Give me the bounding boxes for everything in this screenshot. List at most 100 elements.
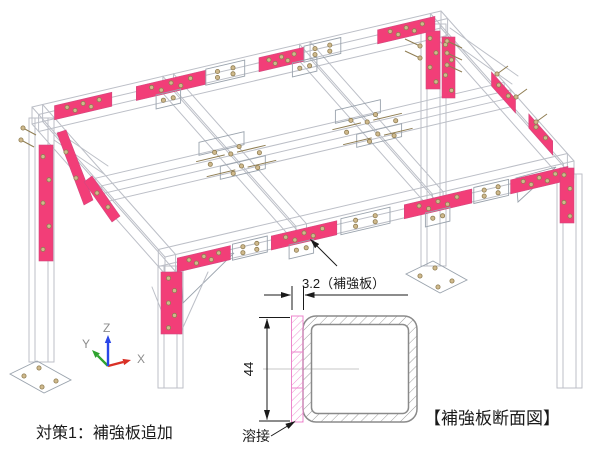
bolt: [372, 213, 378, 219]
splice-plate: [356, 123, 403, 148]
bolt: [440, 213, 446, 219]
bolt: [63, 149, 69, 155]
reinforcement-plate: [54, 91, 113, 121]
splice-plate: [155, 88, 182, 110]
section-caption: 【補強板断面図】: [424, 409, 560, 428]
bolt: [165, 300, 171, 306]
bolt: [411, 28, 417, 34]
bolt: [165, 325, 171, 331]
bolt: [283, 234, 289, 240]
bolt: [430, 215, 436, 221]
bolt: [433, 79, 439, 85]
tube-outer-outline: [302, 315, 418, 423]
bolt: [285, 58, 291, 64]
bolt: [344, 129, 350, 135]
bolt: [513, 94, 519, 100]
bolt: [544, 178, 550, 184]
bolt: [417, 273, 423, 279]
reinforcement-plate: [258, 46, 305, 73]
bolt: [366, 138, 372, 144]
frame-isometric-drawing: [9, 10, 583, 394]
bolt: [168, 80, 174, 86]
bolt: [353, 217, 359, 223]
splice-plate: [424, 206, 451, 228]
bolt: [561, 199, 567, 205]
bolt: [372, 219, 378, 225]
bolt: [536, 175, 542, 181]
bolt: [444, 201, 450, 207]
bolt: [105, 204, 111, 210]
bolt: [481, 193, 487, 199]
bolt: [481, 187, 487, 193]
bolt: [419, 21, 425, 27]
bolt: [432, 265, 438, 271]
bolt: [230, 65, 236, 71]
bolt: [230, 170, 236, 176]
bolt: [216, 250, 222, 256]
bolt: [567, 213, 573, 219]
bolt: [348, 117, 354, 123]
bolt: [238, 163, 244, 169]
bolt: [39, 384, 45, 390]
splice-plate: [288, 238, 315, 260]
axis-x-label: X: [137, 352, 145, 366]
bolt: [391, 133, 397, 139]
bolt: [416, 203, 422, 209]
bolt: [310, 233, 316, 239]
bolt: [393, 118, 399, 124]
bolt: [301, 230, 307, 236]
bolt: [293, 247, 299, 253]
base-plate: [9, 360, 72, 394]
bolt: [72, 107, 78, 113]
bolt: [230, 71, 236, 77]
bolt: [255, 165, 261, 171]
height-dim-label: 44: [241, 362, 256, 376]
bolt: [561, 172, 567, 178]
bolt: [449, 278, 455, 284]
reinforcement-plate-section: [291, 315, 304, 423]
bolt: [80, 101, 86, 107]
bolt: [291, 51, 297, 57]
bolt: [207, 161, 213, 167]
bolt: [18, 137, 24, 143]
bolt: [254, 246, 260, 252]
splice-plate: [232, 235, 268, 261]
bolt: [94, 190, 100, 196]
bolt: [171, 288, 177, 294]
reinforcement-plate: [559, 167, 575, 224]
bolt: [214, 75, 220, 81]
bolt: [254, 240, 260, 246]
bolt: [208, 257, 214, 263]
splice-plate: [473, 178, 510, 205]
bolt: [186, 257, 192, 263]
page-title: 対策1：補強板追加: [36, 424, 173, 442]
bolt: [292, 237, 298, 243]
bolt: [178, 83, 184, 89]
axis-triad: [92, 335, 131, 368]
bolt: [495, 190, 501, 196]
bolt: [307, 63, 313, 69]
bolt: [427, 35, 433, 41]
bolt: [266, 57, 272, 63]
splice-plate: [340, 206, 391, 236]
weld-arrow: [270, 421, 296, 437]
reinforcement-plate: [528, 113, 554, 156]
bolt: [73, 175, 79, 181]
bolt: [496, 82, 502, 88]
bolt: [40, 200, 46, 206]
bolt: [36, 365, 42, 371]
bolt: [312, 46, 318, 52]
bolt: [240, 250, 246, 256]
bolt: [236, 144, 242, 150]
bolt: [364, 119, 370, 125]
bolt: [444, 38, 450, 44]
base-plate: [405, 260, 468, 294]
bolt: [303, 245, 309, 251]
bolt: [228, 151, 234, 157]
bolt: [567, 186, 573, 192]
bolt: [387, 28, 393, 34]
bolt: [312, 52, 318, 58]
splice-plate: [219, 155, 266, 180]
bolt: [552, 171, 558, 177]
